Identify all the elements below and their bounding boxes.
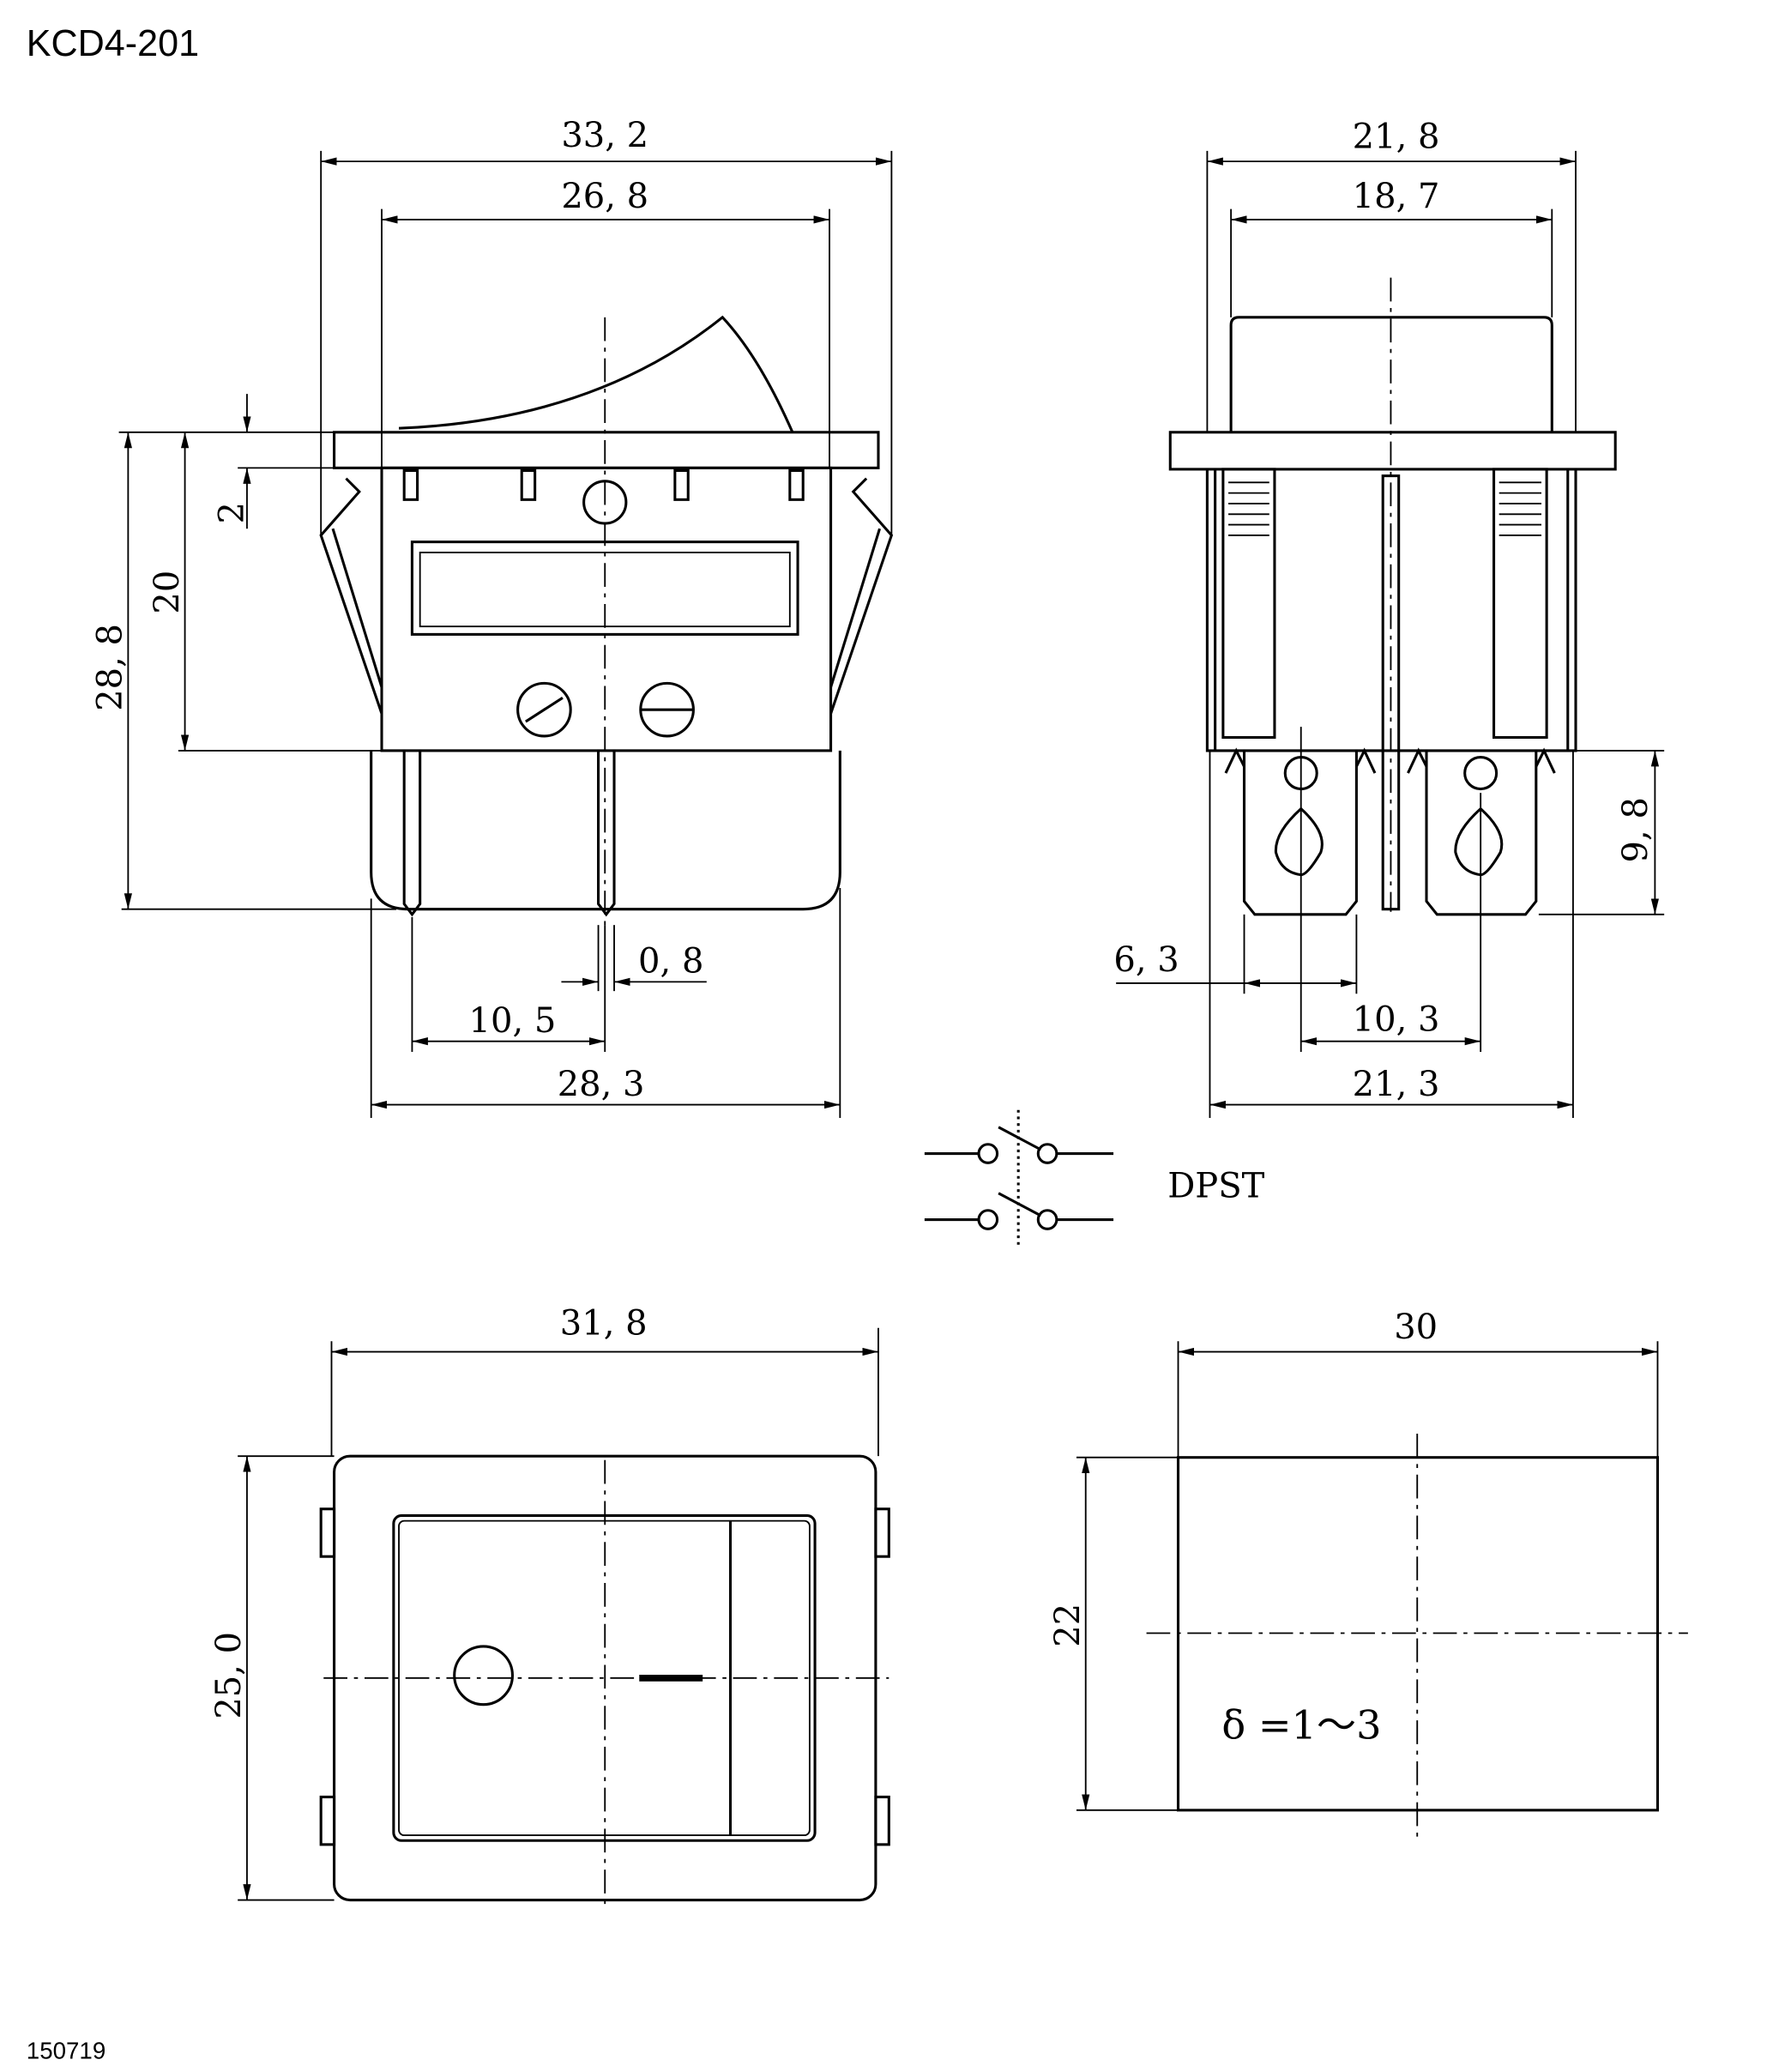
dim-side-bottom-width: 21, 3 bbox=[1353, 1065, 1440, 1104]
top-view: 31, 8 25, 0 bbox=[209, 1304, 890, 1910]
dim-cap-width: 18, 7 bbox=[1353, 177, 1440, 216]
dim-pin-spacing: 10, 5 bbox=[469, 1001, 557, 1041]
dim-overall-width: 33, 2 bbox=[561, 116, 648, 155]
front-view: 33, 2 26, 8 28, 8 20 2 0, 8 10, 5 28, 3 bbox=[91, 116, 894, 1118]
dim-height-total: 28, 8 bbox=[91, 624, 130, 711]
dim-bottom-width: 28, 3 bbox=[558, 1065, 645, 1104]
dim-height-body: 20 bbox=[148, 571, 187, 614]
dim-terminal-spacing: 10, 3 bbox=[1353, 1000, 1440, 1039]
side-view: 21, 8 18, 7 9, 8 6, 3 10, 3 21, 3 bbox=[1113, 118, 1665, 1118]
dim-top-width: 31, 8 bbox=[560, 1304, 648, 1344]
dim-bezel-width: 26, 8 bbox=[561, 177, 648, 216]
dim-side-width: 21, 8 bbox=[1353, 118, 1440, 157]
dim-cutout-width: 30 bbox=[1394, 1308, 1438, 1347]
dim-terminal-width: 6, 3 bbox=[1113, 940, 1179, 980]
dim-pin-width: 0, 8 bbox=[638, 942, 703, 982]
panel-cutout: 30 22 δ =1～3 bbox=[1048, 1308, 1688, 1844]
dim-cutout-height: 22 bbox=[1048, 1604, 1088, 1647]
drawing-title: KCD4-201 bbox=[27, 23, 199, 64]
schematic-label: DPST bbox=[1167, 1166, 1264, 1205]
dim-terminal-length: 9, 8 bbox=[1616, 797, 1655, 862]
dpst-schematic: DPST bbox=[924, 1109, 1265, 1245]
dim-flange-thickness: 2 bbox=[212, 502, 251, 523]
panel-thickness-note: δ =1～3 bbox=[1221, 1702, 1381, 1749]
drawing-code: 150719 bbox=[27, 2037, 106, 2063]
dim-top-height: 25, 0 bbox=[209, 1632, 249, 1719]
